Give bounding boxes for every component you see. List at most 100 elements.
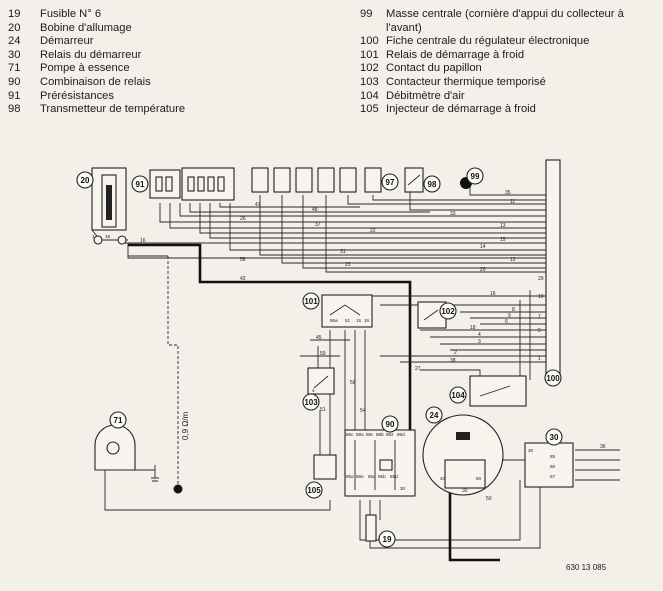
terminal-label: 85: [550, 454, 556, 459]
resistor: [155, 176, 163, 192]
injector: [339, 167, 357, 193]
legend-text: Masse centrale (cornière d'appui du coll…: [386, 8, 624, 34]
callout-label: 101: [304, 297, 318, 306]
wire: [104, 470, 331, 511]
wire-label: 5: [538, 328, 541, 334]
legend-number: 105: [360, 103, 379, 116]
legend-number: 71: [8, 62, 21, 75]
starter-motor: [422, 414, 504, 496]
legend-text: Combinaison de relais: [40, 75, 151, 88]
wire: [575, 449, 620, 481]
callout-102: [439, 302, 457, 320]
relay-coil: [379, 459, 393, 471]
legend-number: 19: [8, 8, 21, 20]
wire-label: 1: [538, 356, 541, 362]
terminal-label: 86: [550, 464, 556, 469]
legend-number: 91: [8, 89, 21, 102]
temperature-sender-symbol: [407, 174, 421, 186]
legend-item: 102 Contact du papillon: [360, 62, 656, 76]
legend-number: 104: [360, 89, 379, 102]
callout-91: [131, 175, 149, 193]
document-reference: 630 13 085: [566, 563, 607, 572]
legend-text: Prérésistances: [40, 89, 114, 102]
callout-99: [466, 167, 484, 185]
terminal-label: 15: [356, 318, 362, 323]
wire-label: 9: [508, 313, 511, 319]
terminal-label: 86c: [346, 432, 354, 437]
coil-winding: [106, 185, 112, 220]
relay-combination: [344, 429, 416, 497]
wire-label: 12: [510, 257, 516, 263]
legend-text: Bobine d'allumage: [40, 21, 132, 34]
wire: [302, 195, 546, 269]
legend-number: 24: [8, 35, 21, 48]
terminal-label: 86d: [390, 474, 398, 479]
wire-label: 20: [480, 267, 486, 273]
legend-text: Transmetteur de température: [40, 103, 186, 116]
wire: [469, 187, 546, 196]
terminal-label: 86a: [330, 318, 338, 323]
legend-item: 91 Prérésistances: [8, 90, 318, 104]
terminal-label: 51: [345, 318, 351, 323]
wire-label: 26: [240, 216, 246, 222]
wire-label: 23: [345, 262, 351, 268]
wire: [219, 203, 360, 208]
callout-103: [302, 393, 320, 411]
callout-label: 98: [428, 180, 437, 189]
wire-label: 4: [478, 332, 481, 338]
terminal-label: 30: [400, 486, 406, 491]
legend-text: Fiche centrale du régulateur électroniqu…: [386, 35, 590, 48]
legend-text: Débitmètre d'air: [386, 89, 465, 102]
terminal-label: 88d: [397, 432, 405, 437]
wire-label: 58: [240, 257, 246, 263]
wire-label: 50: [486, 496, 492, 502]
terminal-label: 88a: [356, 432, 364, 437]
legend-number: 99: [360, 8, 373, 20]
terminal-label: 85b: [378, 474, 386, 479]
pre-resistors: [149, 167, 235, 201]
wire-label: 10: [538, 294, 544, 300]
callout-label: 24: [430, 411, 439, 420]
callout-105: [305, 481, 323, 499]
terminal-label: 15: [105, 234, 111, 239]
resistor: [187, 176, 195, 192]
legend-text: Fusible N° 6: [40, 8, 102, 20]
callout-label: 102: [441, 307, 455, 316]
terminal-labels: 30 85 86 87 86c 88a 88c 88b 88z 88d 85a …: [92, 234, 556, 491]
wire: [372, 195, 546, 201]
wire-label: 51: [320, 407, 326, 413]
resistor-wire: [167, 256, 179, 488]
wire-label: 31: [340, 249, 346, 255]
terminal-label: 88z: [386, 432, 394, 437]
air-flow-meter-element: [479, 385, 511, 397]
wire-label: 47: [255, 202, 261, 208]
resistor-wire-ground: [173, 484, 183, 494]
starter-solenoid: [456, 432, 470, 440]
legend-item: 19 Fusible N° 6: [8, 8, 318, 22]
callout-30: [545, 428, 563, 446]
starter-terminal-block: [444, 459, 486, 489]
wire-harness: [104, 187, 620, 562]
injector: [295, 167, 313, 193]
relay-internals: [354, 440, 396, 490]
legend-text: Contact du papillon: [386, 62, 482, 75]
starter-relay: [524, 442, 574, 488]
wire: [281, 195, 546, 264]
callout-98: [423, 175, 441, 193]
terminal-label: 88b: [376, 432, 384, 437]
thermo-switch-contact: [313, 375, 329, 389]
legend-number: 102: [360, 62, 379, 75]
resistor: [197, 176, 205, 192]
legend-item: 99 Masse centrale (cornière d'appui du co…: [360, 8, 656, 35]
callout-104: [449, 386, 467, 404]
terminal-label: 40: [440, 476, 446, 481]
callout-24: [425, 406, 443, 424]
wire-label: 6: [505, 319, 508, 325]
